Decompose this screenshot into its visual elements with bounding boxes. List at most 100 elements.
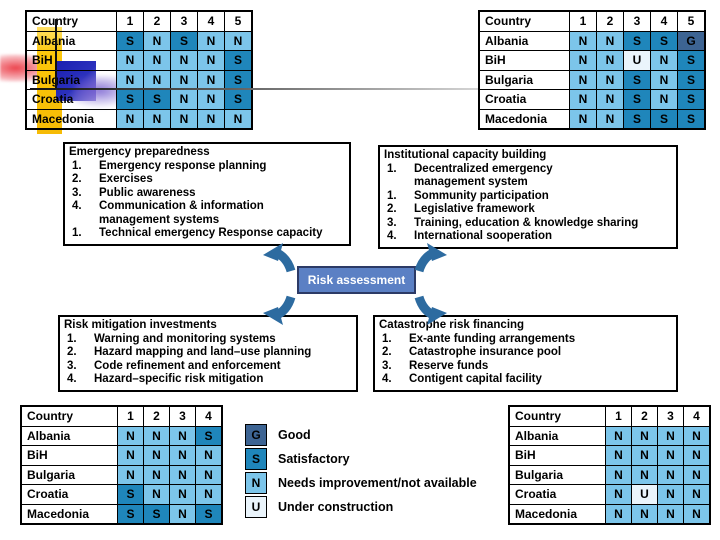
column-header: 3 — [170, 10, 198, 32]
rating-cell: N — [195, 464, 223, 485]
box-title: Catastrophe risk financing — [379, 319, 525, 331]
rating-cell: N — [569, 89, 597, 110]
list-item: 3.Training, education & knowledge sharin… — [384, 217, 672, 231]
column-header: 2 — [143, 405, 170, 427]
item-text: Reserve funds — [409, 359, 489, 372]
rating-cell: N — [683, 484, 711, 505]
column-header: 5 — [224, 10, 253, 32]
country-header: Country — [25, 10, 117, 32]
column-header: 1 — [605, 405, 632, 427]
country-label: Macedonia — [25, 108, 117, 130]
rating-cell: N — [569, 69, 597, 90]
country-label: Croatia — [478, 89, 570, 110]
box-title: Institutional capacity building — [384, 149, 547, 161]
item-text: Training, education & knowledge sharing — [414, 216, 639, 229]
rating-cell: N — [116, 69, 144, 90]
item-number: 2. — [72, 173, 82, 185]
country-label: Croatia — [20, 484, 118, 505]
rating-cell: N — [631, 425, 658, 446]
country-label: BiH — [478, 50, 570, 71]
rating-cell: N — [169, 484, 196, 505]
legend-swatch: U — [245, 496, 267, 518]
rating-cell: U — [623, 50, 651, 71]
rating-cell: S — [677, 69, 706, 90]
rating-cell: S — [677, 108, 706, 130]
country-label: Macedonia — [508, 503, 606, 525]
rating-cell: S — [677, 89, 706, 110]
item-number: 2. — [382, 346, 392, 358]
rating-cell: S — [195, 425, 223, 446]
country-label: Croatia — [25, 89, 117, 110]
rating-cell: N — [117, 445, 144, 466]
column-header: 1 — [116, 10, 144, 32]
table-row: BulgariaNNNNS — [25, 69, 253, 90]
item-text: Warning and monitoring systems — [94, 332, 276, 345]
item-text: Legislative framework — [414, 203, 535, 215]
list-item: 1. Decentralized emergency management sys… — [384, 163, 672, 190]
country-label: Bulgaria — [20, 464, 118, 485]
risk-assessment-label: Risk assessment — [307, 273, 406, 287]
item-text: Sommunity participation — [414, 189, 549, 202]
list-item: 1.Ex-ante funding arrangements — [379, 333, 672, 347]
rating-cell: N — [596, 50, 624, 71]
rating-cell: N — [197, 50, 225, 71]
item-text: Emergency response planning — [99, 159, 267, 172]
item-number: 3. — [67, 359, 77, 372]
list-item: 2.Exercises — [69, 173, 345, 187]
item-text: Contigent capital facility — [409, 373, 542, 385]
rating-cell: N — [170, 89, 198, 110]
item-text: Decentralized emergency management syste… — [414, 162, 553, 189]
rating-cell: S — [623, 89, 651, 110]
ratings-table-top-left: Country12345AlbaniaSNSNNBiHNNNNSBulgaria… — [25, 10, 253, 130]
rating-cell: N — [596, 30, 624, 51]
arrow-down-left-icon — [263, 295, 296, 325]
country-label: Macedonia — [20, 503, 118, 525]
rating-cell: N — [596, 69, 624, 90]
list-item: 2.Catastrophe insurance pool — [379, 346, 672, 360]
column-header: 4 — [683, 405, 711, 427]
item-text: Communication & information management s… — [99, 200, 264, 226]
list-item: 2.Hazard mapping and land–use planning — [64, 346, 352, 360]
rating-cell: S — [116, 30, 144, 51]
rating-cell: N — [116, 108, 144, 130]
list-item: 1.Emergency response planning — [69, 160, 345, 174]
rating-cell: N — [605, 445, 632, 466]
legend-swatch: N — [245, 472, 267, 494]
item-text: Hazard mapping and land–use planning — [94, 346, 312, 358]
country-header: Country — [508, 405, 606, 427]
rating-cell: N — [650, 69, 678, 90]
list-item: 4. Contigent capital facility — [379, 373, 672, 387]
country-header: Country — [478, 10, 570, 32]
item-number: 3. — [72, 186, 82, 199]
rating-cell: N — [657, 464, 684, 485]
item-text: Public awareness — [99, 186, 196, 199]
rating-cell: S — [623, 108, 651, 130]
country-label: Bulgaria — [25, 69, 117, 90]
item-number: 4. — [382, 373, 392, 385]
rating-cell: N — [631, 464, 658, 485]
rating-cell: S — [143, 503, 170, 525]
list-item: 1.Warning and monitoring systems — [64, 333, 352, 347]
list-item: 1.Sommunity participation — [384, 190, 672, 204]
rating-cell: S — [117, 503, 144, 525]
country-label: Croatia — [508, 484, 606, 505]
item-number: 1. — [387, 162, 397, 175]
country-label: BiH — [20, 445, 118, 466]
rating-cell: N — [170, 50, 198, 71]
item-text: Technical emergency Response capacity — [99, 227, 323, 239]
rating-cell: S — [143, 89, 171, 110]
